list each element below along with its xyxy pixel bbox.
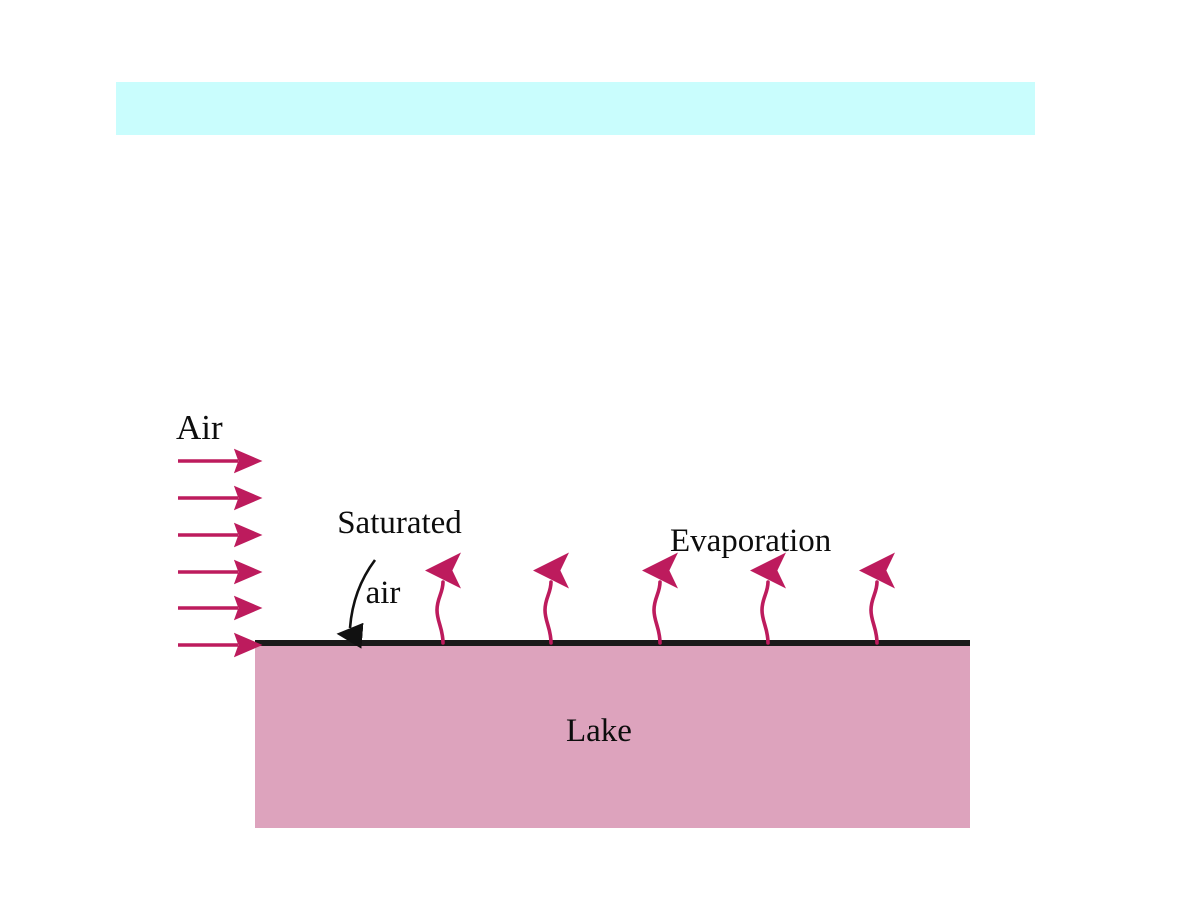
lake-surface-line [255,640,970,646]
evaporation-arrow-3 [642,552,679,645]
evaporation-arrow-5 [859,552,896,645]
evaporation-arrows [425,552,896,645]
label-evaporation: Evaporation [670,523,832,559]
saturated-air-callout-arrow [336,559,377,649]
title-banner [116,82,1035,135]
evaporation-arrow-4 [750,552,787,645]
label-lake: Lake [566,713,632,749]
label-saturated-air-line1: Saturated [337,504,462,541]
label-saturated-air: Saturated air [299,471,467,681]
lake-body [255,640,970,828]
evaporation-arrow-1 [425,552,462,645]
label-air: Air [176,408,223,447]
air-flow-arrows [178,448,263,658]
label-saturated-air-line2: air [365,574,401,611]
evaporation-arrow-2 [533,552,570,645]
